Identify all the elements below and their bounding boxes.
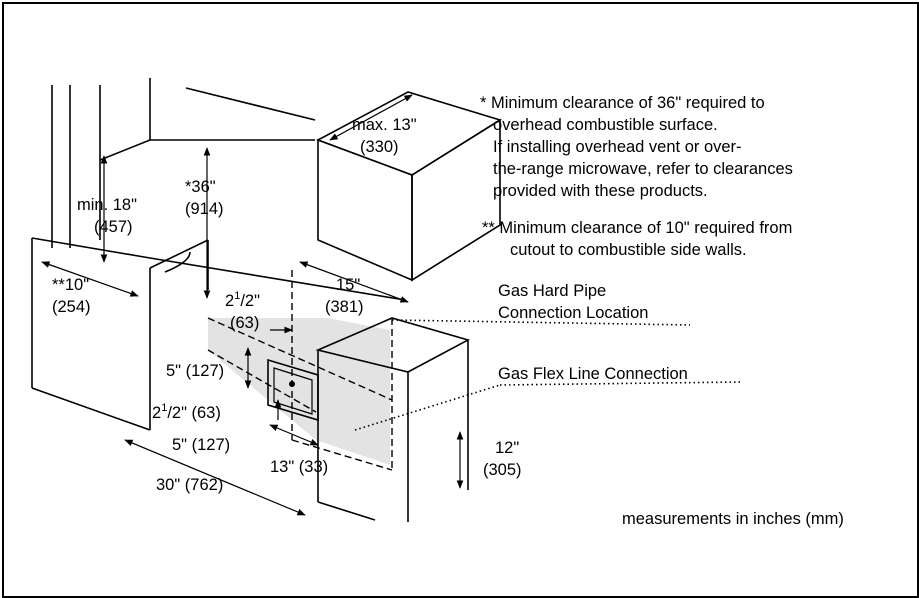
label-5-horizontal: 5" (127) (172, 436, 230, 454)
measurement-units-note: measurements in inches (mm) (622, 510, 844, 528)
range-body (149, 239, 406, 301)
left-wall (31, 85, 151, 431)
label-min18-mm: (457) (94, 218, 133, 236)
label-12: 12" (495, 439, 519, 457)
label-10-mm: (254) (52, 298, 91, 316)
label-2half-b: 21/2" (63) (152, 402, 221, 422)
cutout-shaded-area (208, 318, 390, 465)
label-gas-hard-pipe-1: Gas Hard Pipe (498, 282, 606, 300)
label-12-mm: (305) (483, 461, 522, 479)
note-36-line2: overhead combustible surface. (493, 116, 718, 134)
label-5-vertical: 5" (127) (166, 362, 224, 380)
label-max13-mm: (330) (360, 138, 399, 156)
label-13: 13" (33) (270, 458, 328, 476)
leader-lines (354, 319, 741, 431)
label-15-mm: (381) (325, 298, 364, 316)
label-gas-flex: Gas Flex Line Connection (498, 365, 688, 383)
overhead-surface (99, 78, 316, 161)
label-max13: max. 13" (352, 116, 417, 134)
label-2half-a-mm: (63) (230, 314, 259, 332)
note-36-line4: the-range microwave, refer to clearances (493, 160, 793, 178)
label-gas-hard-pipe-2: Connection Location (498, 304, 648, 322)
gas-connection-box (267, 358, 319, 422)
label-2half-a: 21/2" (225, 290, 260, 310)
label-30: 30" (762) (156, 476, 223, 494)
note-36-line5: provided with these products. (493, 182, 708, 200)
note-10-line1: ** Minimum clearance of 10" required fro… (482, 219, 792, 237)
label-min18: min. 18" (77, 196, 137, 214)
dimension-lines (41, 94, 464, 516)
label-10: **10" (52, 276, 89, 294)
label-36: *36" (185, 178, 216, 196)
note-36-line3: If installing overhead vent or over- (493, 138, 742, 156)
label-36-mm: (914) (185, 200, 224, 218)
note-10-line2: cutout to combustible side walls. (510, 241, 747, 259)
label-15: 15" (336, 276, 360, 294)
note-36-line1: * Minimum clearance of 36" required to (480, 94, 765, 112)
